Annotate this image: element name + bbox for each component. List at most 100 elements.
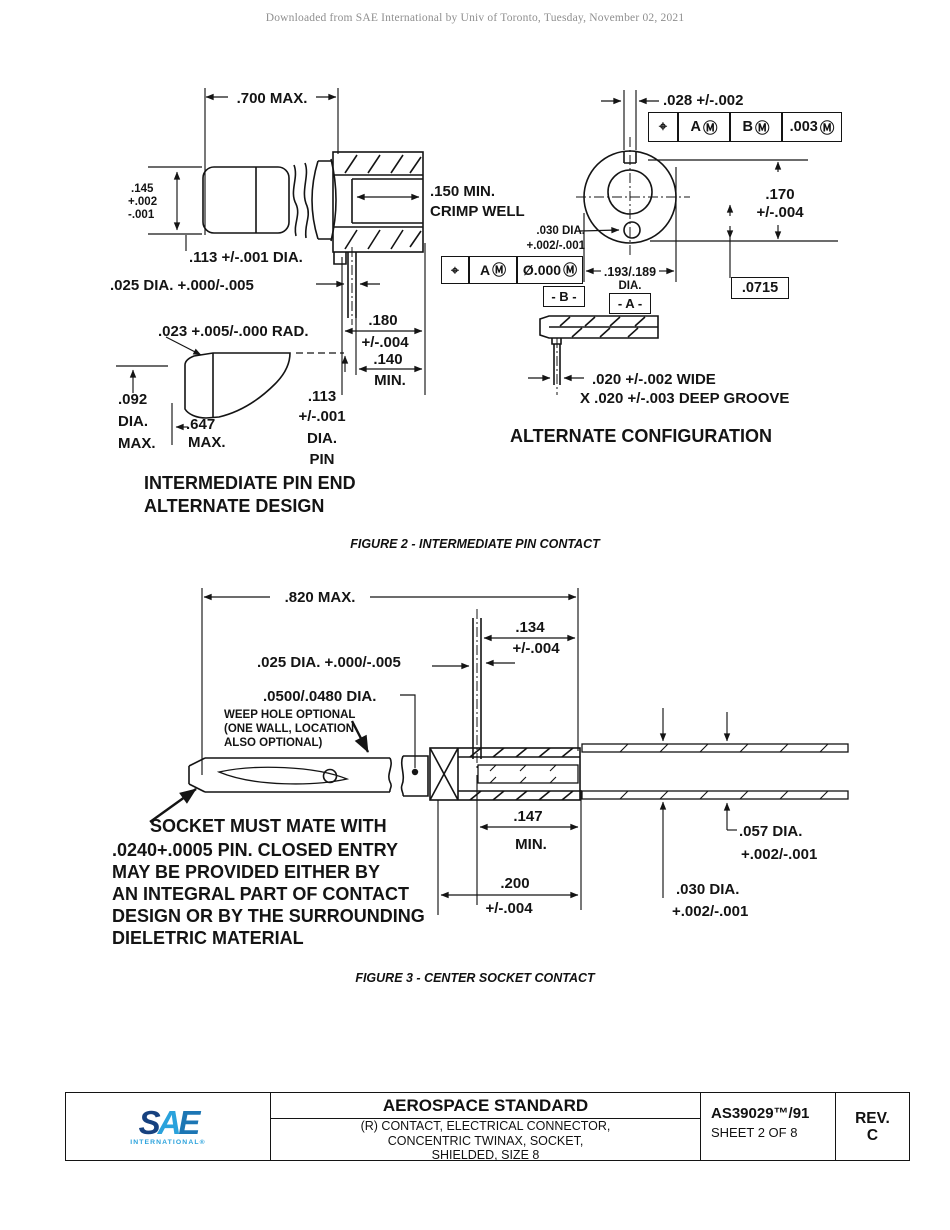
fig2-subtitle-2: ALTERNATE DESIGN xyxy=(144,496,324,516)
fig2-pin-113-pin: PIN xyxy=(309,451,334,468)
fig3-note-line-3: MAY BE PROVIDED EITHER BY xyxy=(112,862,380,882)
fig2-groove-label-1: .020 +/-.002 WIDE xyxy=(592,371,716,388)
fig2-rad-023-label: .023 +.005/-.000 RAD. xyxy=(158,323,309,340)
fig3-dim-147-min: MIN. xyxy=(515,836,547,853)
fig3-note-line-4: AN INTEGRAL PART OF CONTACT xyxy=(112,884,409,904)
fig2-groove-label-2: X .020 +/-.003 DEEP GROOVE xyxy=(580,390,789,407)
fig2-dim-180-label: .180 xyxy=(368,312,397,329)
sae-logo-e: E xyxy=(178,1103,200,1141)
fig2-datum-b-flag: - B - xyxy=(543,286,585,307)
description-line-2: CONCENTRIC TWINAX, SOCKET, xyxy=(387,1133,584,1148)
document-description: (R) CONTACT, ELECTRICAL CONNECTOR, CONCE… xyxy=(271,1119,700,1163)
mmc-symbol-icon: Ⓜ xyxy=(563,262,578,278)
fig3-dim-147-label: .147 xyxy=(513,808,542,825)
fig2-pin-113-dia: DIA. xyxy=(307,430,337,447)
fig3-dim-820-label: .820 MAX. xyxy=(285,589,356,606)
fig2-dim-145-tol-minus: -.001 xyxy=(128,209,155,221)
title-block: SAE INTERNATIONAL® AEROSPACE STANDARD (R… xyxy=(65,1092,910,1163)
fig2-hole-030-label: .030 DIA. xyxy=(536,225,585,237)
fig2-dim-025-label: .025 DIA. +.000/-.005 xyxy=(110,277,254,294)
fig3-dim-200-label: .200 xyxy=(500,875,529,892)
sae-logo-a: A xyxy=(157,1103,182,1141)
fig2-labels: .700 MAX. .145 +.002 -.001 .113 +/-.001 … xyxy=(110,90,804,516)
fig3-weep-note-2: (ONE WALL, LOCATION xyxy=(224,723,354,735)
fig3-dim-025-label: .025 DIA. +.000/-.005 xyxy=(257,654,401,671)
description-line-3: SHIELDED, SIZE 8 xyxy=(431,1148,540,1162)
fig2-dim-647-label: .647 xyxy=(186,416,215,433)
figure2-drawing: .700 MAX. .145 +.002 -.001 .113 +/-.001 … xyxy=(110,88,838,516)
fig2-dim-647-max: MAX. xyxy=(188,434,226,451)
fig2-alt-config-title: ALTERNATE CONFIGURATION xyxy=(510,426,772,446)
mmc-symbol-icon: Ⓜ xyxy=(819,120,835,137)
fig2-dim-092-max: MAX. xyxy=(118,435,156,452)
fig2-dim-180-tol: +/-.004 xyxy=(361,334,409,351)
datum-ref-a: A xyxy=(690,119,701,135)
revision-label: REV. xyxy=(855,1109,890,1127)
fig2-dim-145-label: .145 xyxy=(131,183,154,195)
fig2-dimension-lines xyxy=(116,88,838,445)
fig2-crimp-well-label-1: .150 MIN. xyxy=(430,183,495,200)
fig2-dim-145-tol-plus: +.002 xyxy=(128,196,157,208)
fig3-labels: .820 MAX. .134 +/-.004 .025 DIA. +.000/-… xyxy=(112,589,817,948)
fig3-dim-0500-label: .0500/.0480 DIA. xyxy=(263,688,376,705)
revision-value: C xyxy=(866,1126,879,1144)
fig3-dim-134-tol: +/-.004 xyxy=(512,640,560,657)
sae-logo: SAE INTERNATIONAL® xyxy=(66,1093,271,1160)
title-block-revision: REV. C xyxy=(836,1093,909,1160)
fig3-note-line-5: DESIGN OR BY THE SURROUNDING xyxy=(112,906,425,926)
fig2-dim-113-label: .113 +/-.001 DIA. xyxy=(189,249,303,266)
fig3-dim-200-tol: +/-.004 xyxy=(485,900,533,917)
fig2-dim-700-label: .700 MAX. xyxy=(237,90,308,107)
fig2-hole-030-tol: +.002/-.001 xyxy=(526,240,585,252)
fig2-dim-170-label: .170 xyxy=(765,186,794,203)
fig3-note-line-2: .0240+.0005 PIN. CLOSED ENTRY xyxy=(112,840,398,860)
fig2-part-outlines xyxy=(184,137,690,419)
fig3-dim-030-label: .030 DIA. xyxy=(676,881,739,898)
document-type-title: AEROSPACE STANDARD xyxy=(271,1093,700,1119)
position-symbol-icon: ⌖ xyxy=(451,261,459,278)
fig2-pin-113-label: .113 xyxy=(308,388,336,405)
sae-logo-s: S xyxy=(138,1103,161,1141)
fig3-weep-note-1: WEEP HOLE OPTIONAL xyxy=(224,709,355,721)
mmc-symbol-icon: Ⓜ xyxy=(754,120,770,137)
sae-logo-subtext: INTERNATIONAL® xyxy=(130,1138,206,1146)
fig2-pin-113-tol: +/-.001 xyxy=(298,408,345,425)
fig2-subtitle-1: INTERMEDIATE PIN END xyxy=(144,473,356,493)
fig2-basic-dim-0715: .0715 xyxy=(731,277,789,299)
fig3-dim-134-label: .134 xyxy=(515,619,545,636)
download-watermark: Downloaded from SAE International by Uni… xyxy=(265,12,685,24)
figure3-caption: FIGURE 3 - CENTER SOCKET CONTACT xyxy=(355,971,595,985)
fig3-dim-057-tol: +.002/-.001 xyxy=(741,846,817,863)
title-block-main: AEROSPACE STANDARD (R) CONTACT, ELECTRIC… xyxy=(271,1093,701,1163)
figure2-caption: FIGURE 2 - INTERMEDIATE PIN CONTACT xyxy=(350,537,600,551)
datum-ref-b: B xyxy=(742,119,753,135)
fig2-dim-193-dia: DIA. xyxy=(619,280,642,292)
fig2-dim-140-label: .140 xyxy=(373,351,402,368)
title-block-document-number: AS39029™/91 SHEET 2 OF 8 xyxy=(701,1093,836,1160)
fig2-dim-092-label: .092 xyxy=(118,391,147,408)
fig3-part-outlines xyxy=(188,609,849,801)
fig2-dim-170-tol: +/-.004 xyxy=(756,204,804,221)
description-line-1: (R) CONTACT, ELECTRICAL CONNECTOR, xyxy=(360,1119,611,1133)
fig3-weep-note-3: ALSO OPTIONAL) xyxy=(224,737,323,749)
tolerance-value: Ø.000 xyxy=(522,262,562,278)
figure3-drawing: .820 MAX. .134 +/-.004 .025 DIA. +.000/-… xyxy=(112,588,849,948)
fig2-dim-028-label: .028 +/-.002 xyxy=(663,92,743,109)
tolerance-value: .003 xyxy=(789,119,818,135)
fig3-dim-030-tol: +.002/-.001 xyxy=(672,903,748,920)
fig3-dimension-lines xyxy=(149,588,737,915)
fig3-note-line-6: DIELETRIC MATERIAL xyxy=(112,928,304,948)
position-symbol-icon: ⌖ xyxy=(658,119,668,135)
fig2-dim-092-dia: DIA. xyxy=(118,413,148,430)
fig2-datum-a-flag: - A - xyxy=(609,293,651,314)
fig3-note-line-1: SOCKET MUST MATE WITH xyxy=(150,816,387,836)
fig2-dim-140-min: MIN. xyxy=(374,372,406,389)
fig2-crimp-well-label-2: CRIMP WELL xyxy=(430,203,525,220)
datum-ref-a: A xyxy=(479,262,491,278)
document-number: AS39029™/91 xyxy=(711,1105,810,1122)
sheet-number: SHEET 2 OF 8 xyxy=(711,1125,798,1140)
mmc-symbol-icon: Ⓜ xyxy=(492,262,507,278)
